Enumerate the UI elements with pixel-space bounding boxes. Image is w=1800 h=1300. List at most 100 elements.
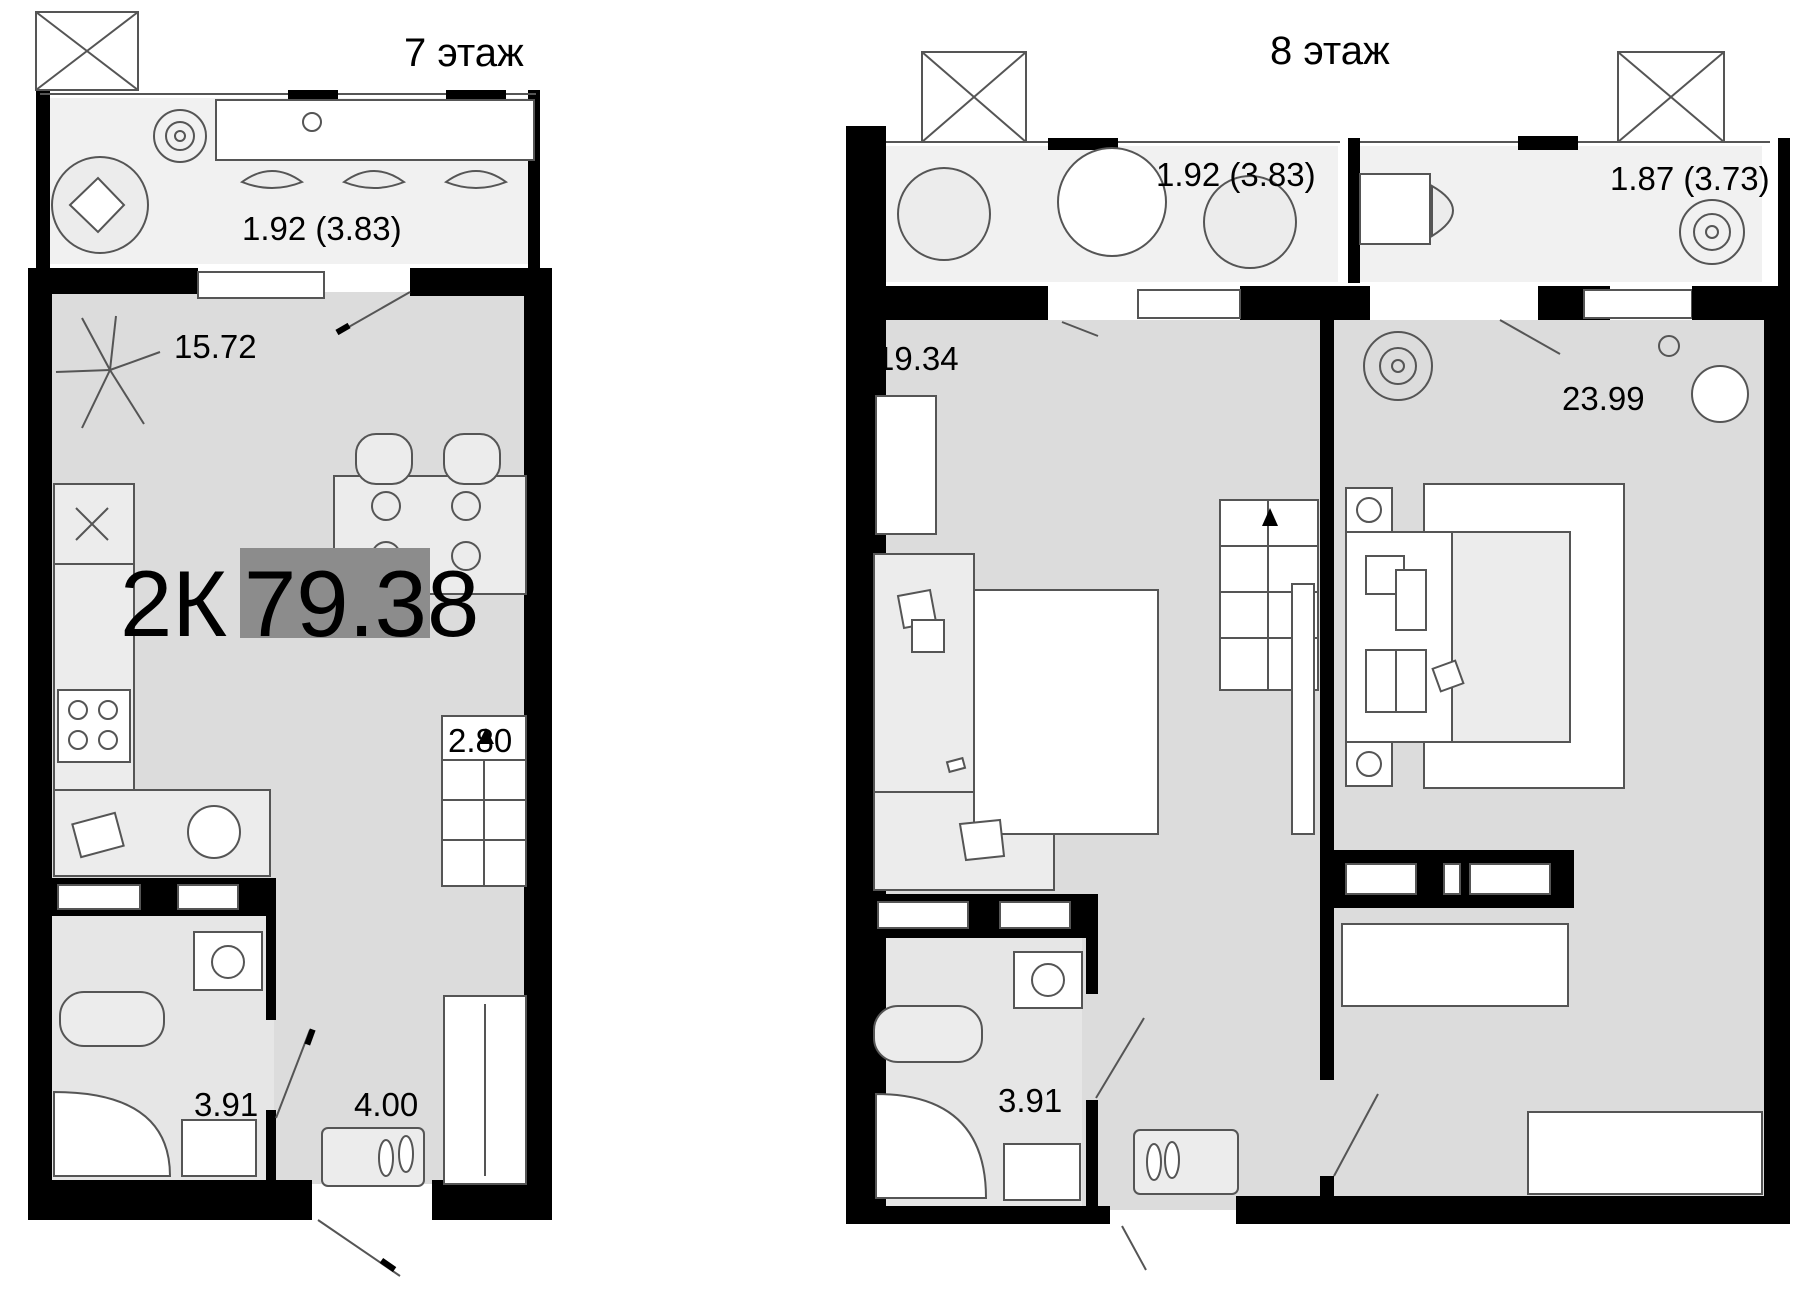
entrance-rug — [1133, 1129, 1239, 1195]
mirror-icon — [1658, 335, 1680, 357]
cushion-icon — [911, 619, 945, 653]
pillow-icon — [1395, 649, 1427, 713]
shoes-icon — [1146, 1143, 1162, 1181]
door-icon — [1499, 319, 1561, 355]
armchair-icon — [897, 167, 991, 261]
balcony-wall-left — [36, 90, 50, 270]
door-icon — [339, 291, 411, 333]
window-icon — [1137, 289, 1241, 319]
carpet-icon — [973, 589, 1159, 835]
partition-opening — [1345, 863, 1417, 895]
wall-bottom — [1236, 1196, 1790, 1224]
wall-bottom — [846, 1206, 1110, 1224]
nightstand-icon — [1345, 741, 1393, 787]
chair-icon — [1431, 184, 1454, 238]
wall-partition — [1320, 318, 1334, 1080]
entrance-rug — [321, 1127, 425, 1187]
wall-bottom — [432, 1180, 552, 1220]
ac-unit-icon — [921, 51, 1725, 143]
room-area-hall-7: 4.00 — [354, 1086, 418, 1123]
room-area-living-7: 15.72 — [174, 328, 257, 365]
bar-stool-icon — [239, 170, 509, 189]
ac-unit-icon — [35, 11, 139, 91]
floor-7-plan — [28, 11, 552, 1277]
room-area-balcony-left-8: 1.92 (3.83) — [1156, 156, 1316, 193]
plant-icon — [153, 109, 207, 163]
stove-icon — [57, 689, 131, 763]
floor-8-title: 8 этаж — [1270, 29, 1390, 73]
wall-left — [28, 268, 52, 1198]
shower-icon — [53, 1090, 172, 1177]
radiator-icon — [875, 395, 937, 535]
plant-icon — [1679, 199, 1745, 265]
bath-wall — [1086, 1100, 1098, 1210]
partition-opening — [57, 884, 141, 910]
kitchen-counter — [53, 563, 135, 805]
cushion-icon — [958, 818, 1006, 862]
glazing-frame — [1518, 136, 1578, 150]
partition-opening — [177, 884, 239, 910]
room-area-bath-8: 3.91 — [998, 1082, 1062, 1119]
staircase-icon — [441, 715, 527, 887]
wall-right — [524, 290, 552, 1198]
sink-icon — [181, 1119, 257, 1177]
floor-8-plan — [846, 51, 1790, 1271]
pillow-icon — [1395, 569, 1427, 631]
wardrobe-icon — [443, 995, 527, 1185]
window-icon — [197, 271, 325, 299]
bath-door-icon — [275, 1029, 311, 1119]
toilet-icon — [59, 991, 165, 1047]
bath-wall — [1086, 894, 1098, 994]
stool-icon — [1691, 365, 1749, 423]
door-icon — [1061, 321, 1099, 337]
entrance-door-icon — [1121, 1225, 1147, 1271]
apartment-type: 2К — [120, 551, 227, 656]
washbasin-icon — [1013, 951, 1083, 1009]
wall-top — [28, 268, 198, 294]
stair-arrow-icon — [1262, 508, 1278, 526]
cushion-icon — [68, 176, 126, 234]
remote-icon — [945, 756, 967, 774]
sink-icon — [1003, 1143, 1081, 1201]
glazing-frame — [1048, 138, 1118, 150]
fridge-icon — [53, 483, 135, 565]
wall-top — [1692, 286, 1778, 320]
wall-right — [1764, 290, 1790, 1222]
room-area-balcony-7: 1.92 (3.83) — [242, 210, 402, 247]
book-icon — [1431, 659, 1465, 693]
wall-top — [410, 268, 552, 296]
balcony-wall-right — [1778, 138, 1790, 298]
plant-icon — [1363, 331, 1433, 401]
apartment-area: 79.38 — [244, 551, 479, 656]
wardrobe-icon — [1527, 1111, 1763, 1195]
floor-7-title: 7 этаж — [404, 31, 524, 75]
shoes-icon — [378, 1139, 394, 1177]
balcony-counter — [215, 99, 535, 161]
room-area-bath-7: 3.91 — [194, 1086, 258, 1123]
stair-arrow-icon — [478, 728, 494, 744]
wall-bottom — [28, 1180, 312, 1220]
bath-wall — [266, 1110, 276, 1182]
bath-wall — [266, 900, 276, 1020]
shower-icon — [875, 1092, 988, 1199]
washbasin-icon — [193, 931, 263, 991]
balcony-divider — [1348, 138, 1360, 283]
bath-door-icon — [1095, 1017, 1145, 1099]
tv-stand-icon — [1291, 583, 1315, 835]
sink-icon — [187, 805, 241, 859]
palm-plant-icon — [55, 315, 161, 429]
room-area-bedroom-8: 23.99 — [1562, 380, 1645, 417]
glazing-frame — [446, 90, 506, 101]
wall-top — [846, 286, 1048, 320]
balcony-desk-icon — [1359, 173, 1431, 245]
toilet-icon — [873, 1005, 983, 1063]
closet-door-icon — [1333, 1093, 1379, 1177]
room-area-stair-7: 2.80 — [448, 722, 512, 759]
round-table-icon — [1057, 147, 1167, 257]
wall-top — [1240, 286, 1370, 320]
lamp-icon — [302, 112, 322, 132]
room-area-living-8: 19.34 — [876, 340, 959, 377]
armchair-icon — [1203, 175, 1297, 269]
wardrobe-icon — [1341, 923, 1569, 1007]
